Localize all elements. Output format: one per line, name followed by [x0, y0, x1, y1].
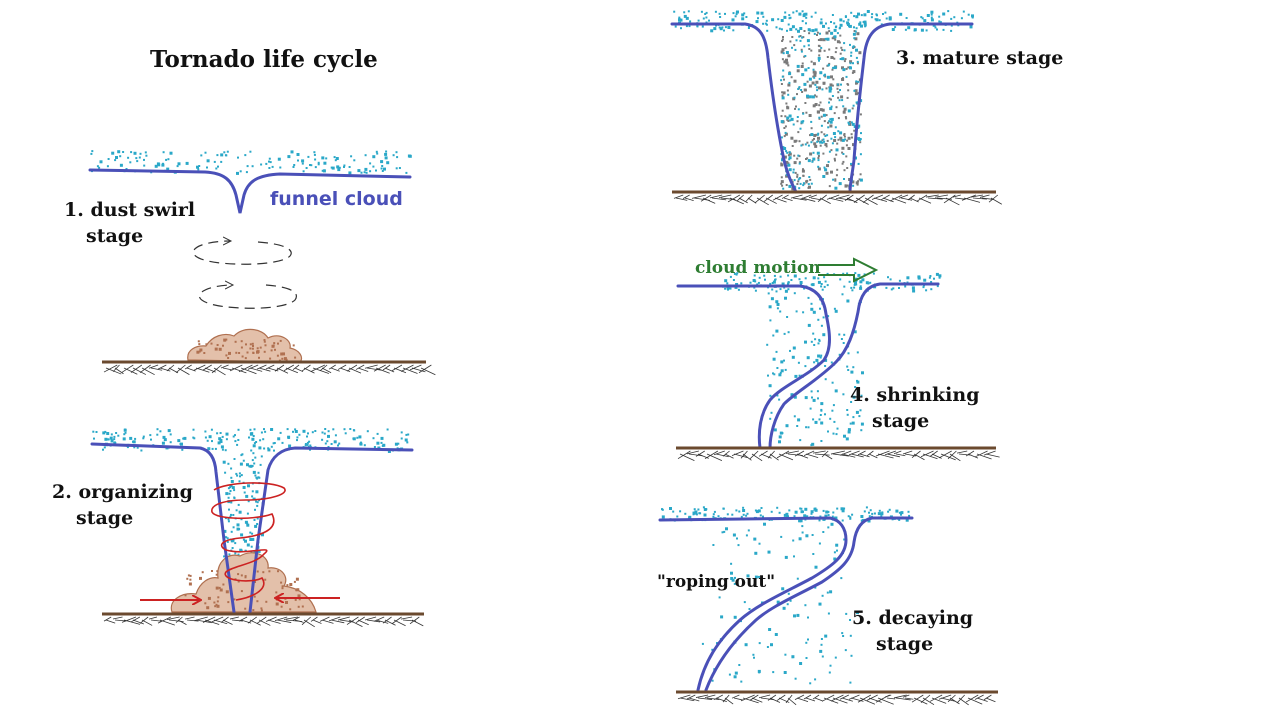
stage-2-number: 2. [52, 481, 72, 503]
stage-3-name: mature stage [922, 47, 1064, 69]
stage-2-name: organizing [78, 481, 193, 503]
stage-1-dust-cloud [187, 328, 303, 363]
stage-4-label: 4. shrinking [850, 382, 980, 408]
stage-3-drawing [670, 10, 1002, 206]
stage-2-label-line2: stage [76, 507, 134, 529]
stage-2-ground-hatch [103, 616, 424, 628]
stage-1-label: 1. dust swirl [64, 197, 195, 223]
stage-1-swirl-upper [192, 241, 292, 265]
stage-1-ground-hatch [103, 364, 436, 376]
stage-2-label: 2. organizing [52, 479, 193, 505]
stage-5-rope-outline [658, 516, 914, 692]
cloud-motion-label: cloud motion [695, 258, 821, 278]
stage-4-ground-hatch [677, 450, 1000, 462]
stage-3-label: 3. mature stage [896, 45, 1063, 71]
stage-5-label: 5. decaying [852, 605, 973, 631]
diagram-title: Tornado life cycle [150, 46, 378, 73]
stage-4-label-line2: stage [872, 410, 930, 432]
stage-4-drawing [676, 257, 1000, 462]
stage-5-drawing [658, 506, 998, 706]
stage-3-number: 3. [896, 47, 916, 69]
stage-3-ground-hatch [673, 194, 1002, 206]
stage-4-funnel-outline [676, 282, 940, 450]
stage-1-swirl-lower [198, 285, 297, 309]
stage-1-label-line2: stage [86, 225, 144, 247]
stage-4-number: 4. [850, 384, 870, 406]
stage-2-rotation-coil [211, 482, 286, 601]
stage-1-drawing [88, 150, 436, 376]
stage-5-ground-hatch [677, 694, 996, 706]
stage-4-motion-arrow [818, 257, 879, 283]
stage-5-number: 5. [852, 607, 872, 629]
stage-5-label-line2: stage [876, 633, 934, 655]
stage-4-name: shrinking [876, 384, 980, 406]
stage-3-funnel-outline [670, 22, 974, 194]
stage-1-dust-speckle [196, 338, 297, 362]
stage-2-funnel-outline [90, 442, 414, 614]
stage-3-cloud-dots [673, 10, 974, 33]
stage-1-cloud-base [88, 168, 412, 214]
funnel-cloud-label: funnel cloud [270, 188, 403, 210]
stage-2-drawing [90, 428, 424, 628]
stage-5-name: decaying [878, 607, 974, 629]
stage-1-number: 1. [64, 199, 84, 221]
roping-out-label: "roping out" [657, 572, 776, 592]
stage-1-name: dust swirl [90, 199, 196, 221]
